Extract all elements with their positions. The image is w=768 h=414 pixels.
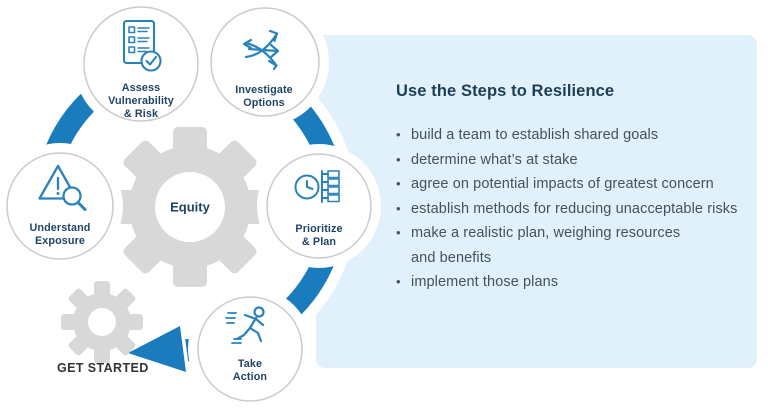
bullet-item: determine what’s at stake [396,148,741,173]
step-label-prioritize: Prioritize & Plan [295,223,343,248]
checklist-icon [122,19,162,72]
bullet-item: build a team to establish shared goals [396,123,741,148]
equity-center-label: Equity [170,199,210,215]
get-started-label: GET STARTED [57,361,149,375]
step-label-assess: Assess Vulnerability & Risk [108,82,174,120]
step-circle-investigate [201,0,329,126]
panel-bullet-list: build a team to establish shared goals d… [396,123,741,295]
small-gear-icon [61,281,143,363]
bullet-item: make a realistic plan, weighing resource… [396,221,741,270]
bullet-item: establish methods for reducing unaccepta… [396,197,741,222]
panel-title: Use the Steps to Resilience [396,82,615,100]
step-label-understand: Understand Exposure [29,222,91,247]
runner-icon [225,306,265,344]
info-panel-content: Use the Steps to Resilience build a team… [396,82,741,295]
bullet-item: implement those plans [396,270,741,295]
step-circle-take-action [188,287,312,411]
warning-magnifier-icon [38,164,87,211]
step-circle-understand [0,143,123,269]
step-label-take-action: Take Action [232,358,268,383]
clock-plan-icon [294,170,340,203]
bullet-item: agree on potential impacts of greatest c… [396,172,741,197]
step-circle-prioritize [257,144,381,268]
step-label-investigate: Investigate Options [235,84,293,109]
branching-arrows-icon [242,29,280,71]
cycle-arrowhead-icon [118,320,191,378]
